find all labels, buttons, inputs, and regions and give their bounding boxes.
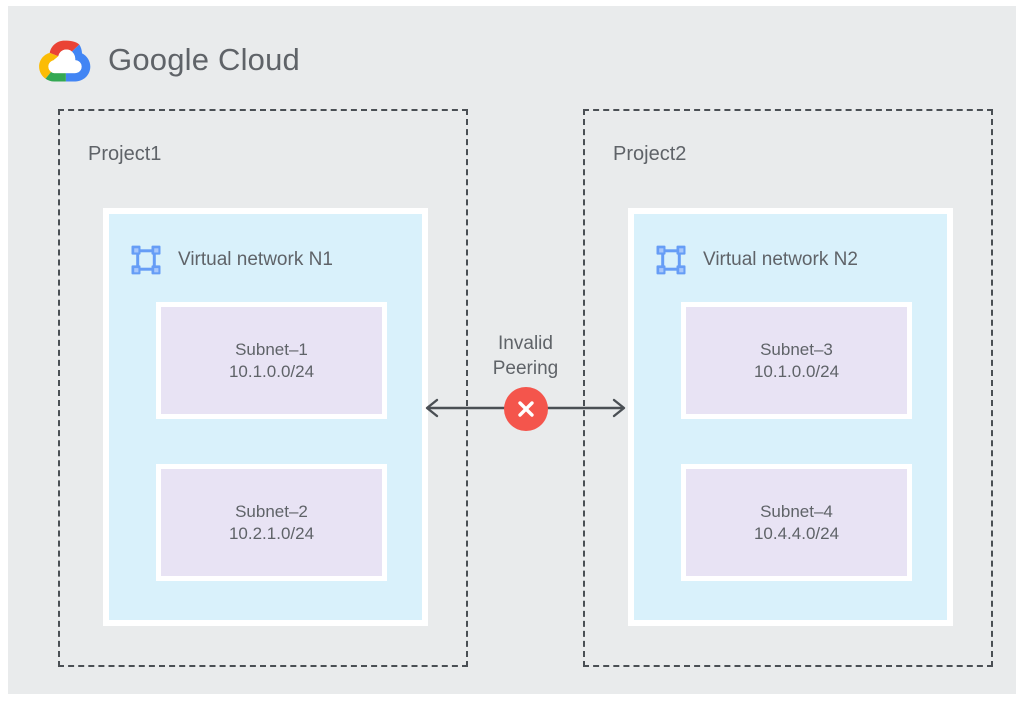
google-cloud-logo-icon xyxy=(38,36,92,84)
project-container-1: Project1 xyxy=(58,109,468,667)
subnet-cidr: 10.1.0.0/24 xyxy=(228,361,315,381)
subnet-box: Subnet–4 10.4.4.0/24 xyxy=(681,464,912,581)
project-container-2: Project2 xyxy=(583,109,993,667)
virtual-network-header-1: Virtual network N1 xyxy=(129,240,333,280)
virtual-network-title-1: Virtual network N1 xyxy=(178,249,333,270)
subnet-name: Subnet–3 xyxy=(760,339,833,359)
project-label-1: Project1 xyxy=(88,143,162,165)
subnet-cidr: 10.2.1.0/24 xyxy=(228,523,315,543)
virtual-network-icon xyxy=(129,243,163,277)
brand-word-google: Google xyxy=(108,42,210,77)
virtual-network-box-2: Virtual network N2 Subnet–3 10.1.0.0/24 … xyxy=(628,208,953,626)
diagram-background: Google Cloud Project1 xyxy=(8,6,1016,694)
subnet-name: Subnet–1 xyxy=(235,339,308,359)
subnet-cidr: 10.1.0.0/24 xyxy=(753,361,840,381)
subnet-name: Subnet–4 xyxy=(760,501,833,521)
error-x-icon xyxy=(514,397,538,421)
brand-word-cloud: Cloud xyxy=(218,42,300,77)
subnet-box: Subnet–3 10.1.0.0/24 xyxy=(681,302,912,419)
invalid-peering-label-line2: Peering xyxy=(492,358,559,380)
subnet-cidr: 10.4.4.0/24 xyxy=(753,523,840,543)
invalid-peering-connector: Invalid Peering xyxy=(422,331,629,441)
invalid-peering-label-line1: Invalid xyxy=(498,333,553,354)
virtual-network-box-1: Virtual network N1 Subnet–1 10.1.0.0/24 … xyxy=(103,208,428,626)
subnet-name: Subnet–2 xyxy=(235,501,308,521)
google-cloud-brand: Google Cloud xyxy=(38,34,300,86)
virtual-network-title-2: Virtual network N2 xyxy=(703,249,858,270)
virtual-network-icon xyxy=(654,243,688,277)
brand-wordmark: Google Cloud xyxy=(108,42,300,78)
subnet-box: Subnet–2 10.2.1.0/24 xyxy=(156,464,387,581)
invalid-peering-badge xyxy=(503,387,548,431)
virtual-network-header-2: Virtual network N2 xyxy=(654,240,858,280)
invalid-peering-label: Invalid Peering xyxy=(422,331,629,382)
project-label-2: Project2 xyxy=(613,143,687,165)
subnet-box: Subnet–1 10.1.0.0/24 xyxy=(156,302,387,419)
